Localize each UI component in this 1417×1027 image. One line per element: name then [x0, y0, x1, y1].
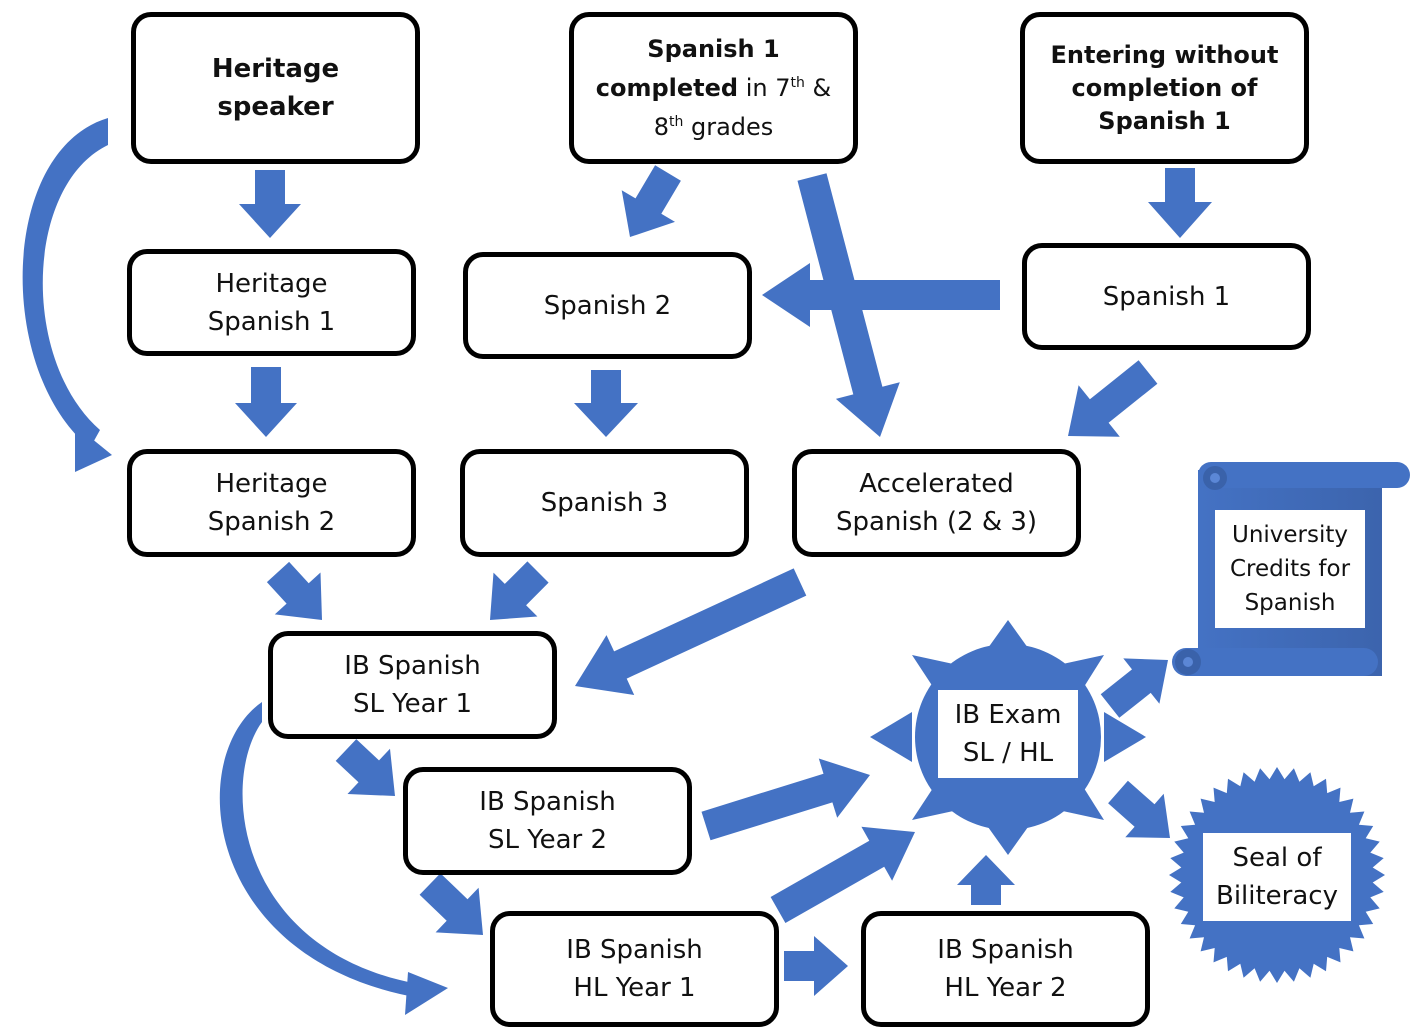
arrow-ib-hl2-to-exam	[957, 855, 1015, 905]
grades-word: grades	[683, 113, 774, 141]
spanish1-completed-line-2: completed in 7th &	[596, 66, 831, 105]
box-ib-sl-year-1: IB Spanish SL Year 1	[268, 631, 557, 739]
sun-ray-e	[1104, 712, 1146, 762]
sun-ray-n	[983, 620, 1033, 655]
box-spanish-1: Spanish 1	[1022, 243, 1311, 350]
spanish-1-label: Spanish 1	[1102, 281, 1231, 312]
box-spanish1-completed: Spanish 1 completed in 7th & 8th grades	[569, 12, 858, 164]
arrow-exam-to-university-credits	[1100, 658, 1168, 718]
seal-line-1: Seal of	[1232, 843, 1322, 873]
ib-hl2-line-2: HL Year 2	[944, 973, 1067, 1003]
grade-8: 8	[653, 113, 669, 141]
flow-arrows	[235, 165, 1212, 996]
sup-th-1: th	[790, 75, 805, 91]
sun-ray-ne	[1058, 655, 1104, 690]
curved-arrow-head-bottom	[405, 972, 448, 1015]
arrow-ib-sl2-to-ib-hl1	[419, 873, 483, 935]
entering-line-2: completion of	[1071, 73, 1258, 102]
heritage-spanish-1-line-2: Spanish 1	[207, 306, 336, 337]
sun-ray-s	[983, 820, 1033, 855]
box-spanish-3: Spanish 3	[460, 449, 749, 557]
ib-exam-label: IB Exam SL / HL	[938, 690, 1078, 778]
box-spanish-2: Spanish 2	[463, 252, 752, 359]
ib-exam-line-2: SL / HL	[962, 738, 1054, 768]
entering-line-1: Entering without	[1050, 40, 1279, 69]
scroll-top-roll	[1198, 462, 1410, 488]
ib-exam-line-1: IB Exam	[954, 700, 1062, 730]
spanish-3-label: Spanish 3	[540, 488, 669, 518]
sun-ray-nw	[912, 655, 958, 690]
seal-of-biliteracy-label: Seal of Biliteracy	[1203, 833, 1351, 921]
sun-ray-se	[1058, 785, 1104, 820]
arrow-accelerated-to-ib-sl1	[575, 568, 807, 695]
spanish1-completed-line-1: Spanish 1	[647, 35, 780, 63]
curved-arrow-heritage-speaker-to-heritage-spanish-2	[22, 118, 108, 448]
box-entering-without: Entering without completion of Spanish 1	[1020, 12, 1309, 164]
sun-ray-w	[870, 712, 912, 762]
accelerated-line-2: Spanish (2 & 3)	[835, 507, 1038, 537]
completed-rest: in 7	[738, 74, 791, 102]
arrow-heritage-spanish-2-to-ib-sl1	[266, 561, 322, 620]
curved-arrows	[22, 118, 448, 1015]
arrow-ib-hl1-to-ib-hl2	[784, 936, 848, 996]
ib-hl1-line-1: IB Spanish	[566, 935, 703, 965]
arrow-spanish-1-to-spanish-2	[762, 263, 1000, 327]
spanish-2-label: Spanish 2	[543, 290, 672, 321]
heritage-spanish-1-line-1: Heritage	[215, 268, 328, 299]
completed-amp: &	[804, 74, 832, 102]
arrow-ib-sl1-to-ib-sl2	[335, 739, 395, 796]
accelerated-line-1: Accelerated	[859, 469, 1014, 499]
completed-word: completed	[595, 74, 739, 102]
ib-hl2-line-1: IB Spanish	[937, 935, 1074, 965]
scroll-top-curl-inner	[1210, 473, 1220, 483]
arrow-ib-hl1-to-exam	[770, 826, 915, 923]
box-ib-sl-year-2: IB Spanish SL Year 2	[403, 767, 692, 875]
arrow-spanish-2-to-spanish-3	[574, 370, 638, 437]
arrow-spanish-3-to-ib-sl1	[490, 561, 549, 620]
ib-sl1-line-1: IB Spanish	[344, 651, 481, 681]
curved-arrow-head-left	[75, 425, 112, 472]
heritage-speaker-line-1: Heritage	[211, 54, 340, 84]
scroll-bottom-curl-inner	[1183, 657, 1193, 667]
curved-arrow-sl1-to-hl1	[219, 702, 420, 998]
arrow-exam-to-seal	[1108, 780, 1170, 838]
sun-ray-sw	[912, 785, 958, 820]
arrow-entering-to-spanish-1	[1148, 168, 1212, 238]
arrow-spanish1-completed-to-spanish-2	[621, 165, 681, 237]
seal-line-2: Biliteracy	[1215, 881, 1338, 911]
ib-sl2-line-1: IB Spanish	[479, 787, 616, 817]
arrow-ib-sl2-to-exam	[701, 758, 870, 841]
university-line-1: University	[1231, 522, 1349, 548]
sup-th-2: th	[668, 114, 684, 130]
arrow-heritage-spanish-1-to-heritage-spanish-2	[235, 367, 297, 437]
heritage-speaker-line-2: speaker	[217, 92, 334, 122]
university-line-2: Credits for	[1229, 556, 1351, 582]
heritage-spanish-2-line-1: Heritage	[215, 469, 328, 499]
box-ib-hl-year-1: IB Spanish HL Year 1	[490, 911, 779, 1027]
heritage-spanish-2-line-2: Spanish 2	[207, 507, 336, 537]
spanish1-completed-line-3: 8th grades	[596, 105, 831, 144]
entering-line-3: Spanish 1	[1098, 106, 1231, 135]
university-line-3: Spanish	[1244, 590, 1336, 616]
ib-sl1-line-2: SL Year 1	[352, 689, 473, 719]
arrow-spanish-1-to-accelerated	[1068, 360, 1158, 437]
ib-sl2-line-2: SL Year 2	[487, 825, 608, 855]
ib-hl1-line-2: HL Year 1	[573, 973, 696, 1003]
box-ib-hl-year-2: IB Spanish HL Year 2	[861, 911, 1150, 1027]
box-heritage-speaker: Heritage speaker	[131, 12, 420, 164]
arrow-heritage-speaker-to-heritage-spanish-1	[239, 170, 301, 238]
scroll-bottom-roll	[1172, 648, 1378, 676]
